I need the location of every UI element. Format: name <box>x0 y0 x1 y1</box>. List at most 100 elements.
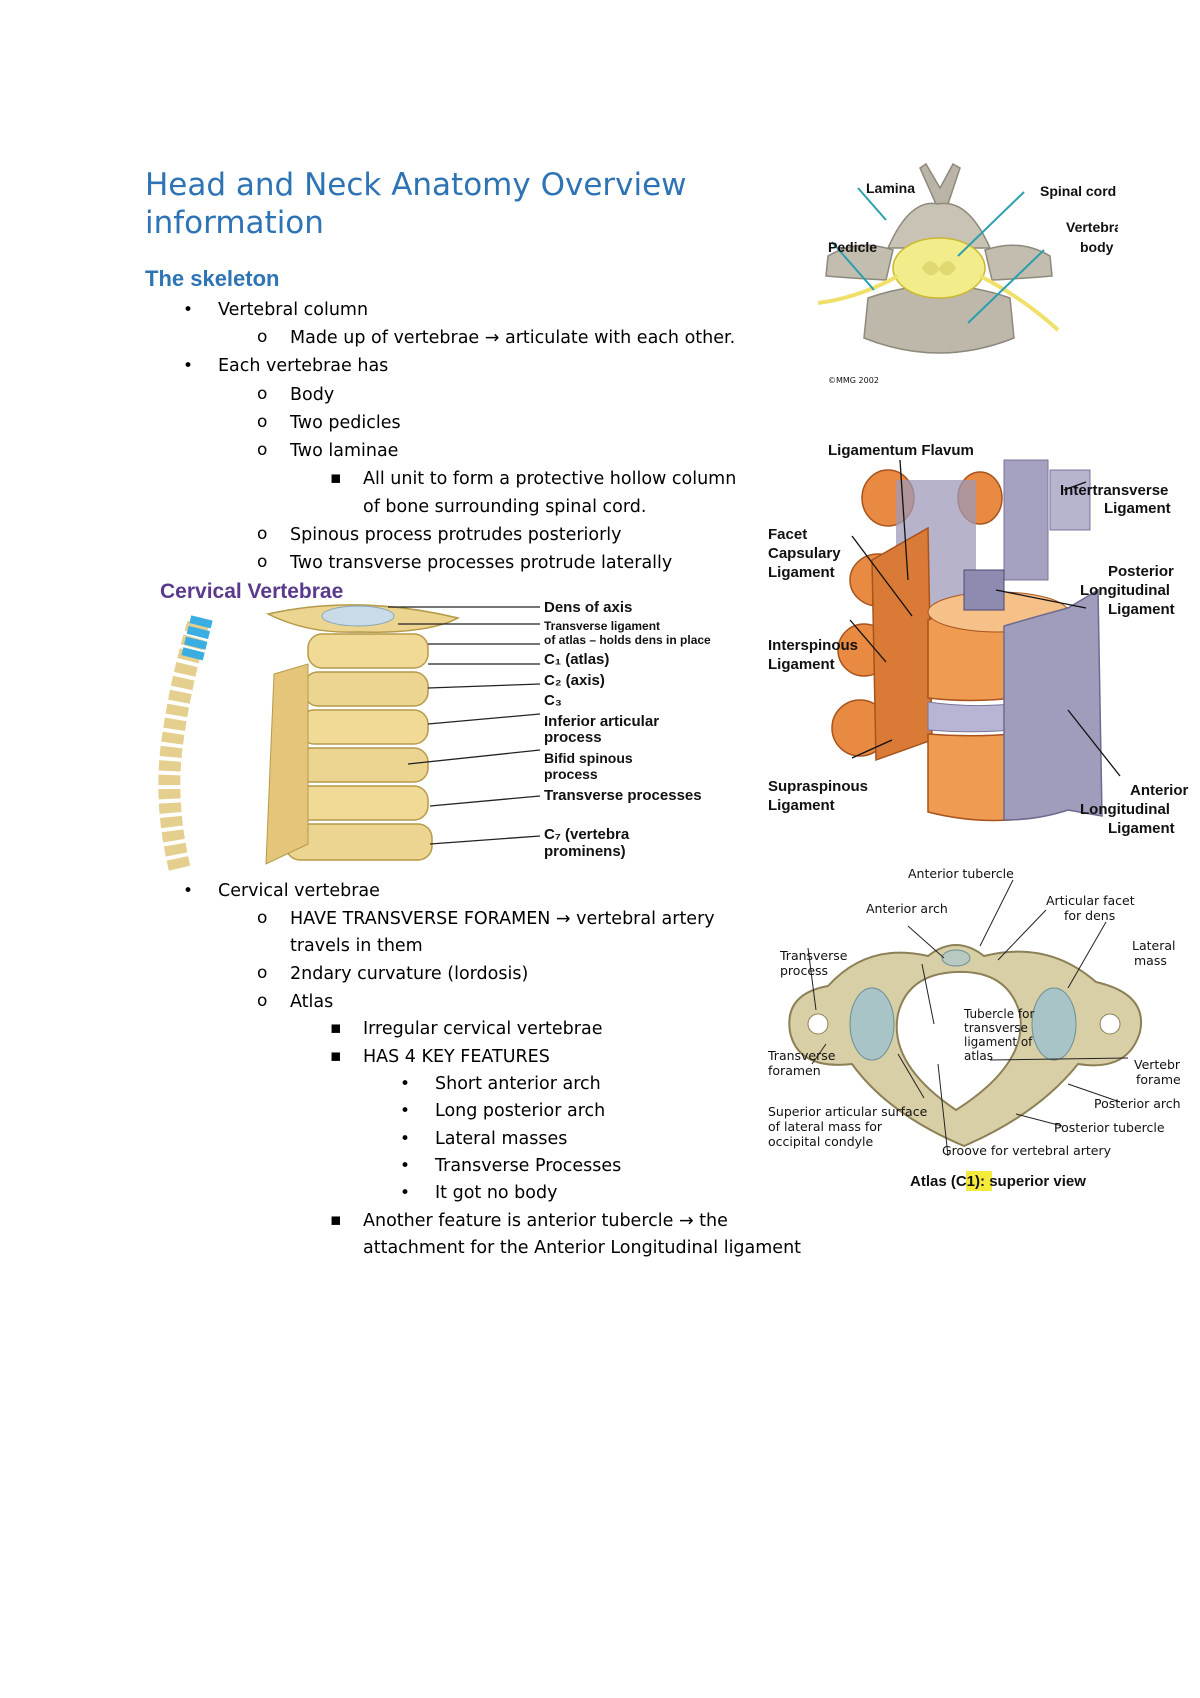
list-item: Spinous process protrudes posteriorly <box>290 525 622 545</box>
label-lateral-mass-2: mass <box>1134 953 1167 968</box>
label-anterior-arch: Anterior arch <box>866 901 948 916</box>
list-item: Lateral masses <box>435 1129 568 1149</box>
label-anterior-2: Longitudinal <box>1080 801 1170 818</box>
figure-heading: Cervical Vertebrae <box>160 580 343 603</box>
list-item: Body <box>290 385 335 405</box>
label-transverse-process-1: Transverse <box>779 948 848 963</box>
title-line-1: Head and Neck Anatomy Overview <box>145 167 687 203</box>
atlas-superior-view-figure: Anterior tubercle Anterior arch Articula… <box>768 866 1180 1191</box>
label-c1: C₁ (atlas) <box>544 651 609 668</box>
bullet-square: ▪ <box>330 468 342 488</box>
label-vertebral-foramen-1: Vertebral <box>1134 1057 1180 1072</box>
list-item: Two transverse processes protrude latera… <box>290 553 673 573</box>
list-item: Short anterior arch <box>435 1074 601 1094</box>
label-transverse-processes: Transverse processes <box>544 787 702 804</box>
label-lamina: Lamina <box>866 180 915 196</box>
label-supraspinous-2: Ligament <box>768 797 835 814</box>
list-item: Another feature is anterior tubercle → t… <box>363 1211 728 1231</box>
label-anterior-3: Ligament <box>1108 820 1175 837</box>
label-inferior-2: process <box>544 729 602 746</box>
bullet-circle: o <box>257 412 268 432</box>
caption-post: ): superior view <box>975 1173 1086 1190</box>
label-superior-articular-2: of lateral mass for <box>768 1119 883 1134</box>
bullet-circle: o <box>257 963 268 983</box>
bullet-circle: o <box>257 384 268 404</box>
label-vertebral: Vertebral <box>1066 219 1118 235</box>
bullet-disc: • <box>183 300 194 320</box>
bullet-disc: • <box>183 881 194 901</box>
figure-credit: ©MMG 2002 <box>828 376 879 385</box>
label-posterior-tubercle: Posterior tubercle <box>1054 1120 1165 1135</box>
bullet-circle: o <box>257 440 268 460</box>
label-articular-facet-1: Articular facet <box>1046 893 1135 908</box>
section-heading: The skeleton <box>145 266 280 291</box>
list-item-continuation: attachment for the Anterior Longitudinal… <box>363 1238 802 1258</box>
label-articular-facet-2: for dens <box>1064 908 1115 923</box>
bullet-disc: • <box>400 1156 411 1176</box>
label-vertebral-foramen-2: foramen <box>1136 1072 1180 1087</box>
bullet-circle: o <box>257 991 268 1011</box>
label-inferior-1: Inferior articular <box>544 713 659 730</box>
caption-c1: C1 <box>956 1173 975 1190</box>
label-lateral-mass-1: Lateral <box>1132 938 1176 953</box>
list-item: HAVE TRANSVERSE FORAMEN → vertebral arte… <box>290 909 715 929</box>
label-posterior-1: Posterior <box>1108 563 1174 580</box>
list-item: Long posterior arch <box>435 1101 606 1121</box>
cervical-vertebrae-figure: Cervical Vertebrae Dens of axis Transver… <box>158 580 711 873</box>
caption-highlight <box>966 1171 992 1191</box>
label-posterior-2: Longitudinal <box>1080 582 1170 599</box>
label-spinal-cord: Spinal cord <box>1040 183 1116 199</box>
label-transverse-foramen-1: Transverse <box>768 1048 836 1063</box>
label-facet-1: Facet <box>768 526 807 543</box>
list-item: Made up of vertebrae → articulate with e… <box>290 328 736 348</box>
list-item: Cervical vertebrae <box>218 881 380 901</box>
label-superior-articular-3: occipital condyle <box>768 1134 874 1149</box>
list-item-continuation: travels in them <box>290 936 423 956</box>
page-title: Head and Neck Anatomy Overview informati… <box>145 166 745 242</box>
label-posterior-3: Ligament <box>1108 601 1175 618</box>
list-item: Two laminae <box>290 441 399 461</box>
list-item: Irregular cervical vertebrae <box>363 1019 603 1039</box>
list-item: All unit to form a protective hollow col… <box>363 469 737 489</box>
label-interspinous-2: Ligament <box>768 656 835 673</box>
label-groove: Groove for vertebral artery <box>942 1143 1112 1158</box>
bullet-circle: o <box>257 908 268 928</box>
list-item: Vertebral column <box>218 300 369 320</box>
label-transverse-ligament-1: Transverse ligament <box>544 619 660 633</box>
label-pedicle: Pedicle <box>828 239 877 255</box>
list-item: Two pedicles <box>290 413 401 433</box>
bullet-circle: o <box>257 552 268 572</box>
label-bifid-1: Bifid spinous <box>544 750 633 766</box>
label-transverse-foramen-2: foramen <box>768 1063 821 1078</box>
list-item: HAS 4 KEY FEATURES <box>363 1047 550 1067</box>
label-supraspinous-1: Supraspinous <box>768 778 868 795</box>
list-item: 2ndary curvature (lordosis) <box>290 964 529 984</box>
figure-caption: Atlas (C1): superior view <box>910 1173 1086 1190</box>
label-tubercle-4: atlas <box>964 1049 993 1063</box>
label-superior-articular-1: Superior articular surface <box>768 1104 928 1119</box>
bullet-circle: o <box>257 327 268 347</box>
bullet-square: ▪ <box>330 1210 342 1230</box>
label-posterior-arch: Posterior arch <box>1094 1096 1180 1111</box>
list-item-continuation: of bone surrounding spinal cord. <box>363 497 647 517</box>
title-line-2: information <box>145 205 324 241</box>
label-tubercle-2: transverse <box>964 1021 1028 1035</box>
label-anterior-1: Anterior <box>1130 782 1189 799</box>
label-anterior-tubercle: Anterior tubercle <box>908 866 1014 881</box>
label-c3: C₃ <box>544 692 562 709</box>
label-bifid-2: process <box>544 766 598 782</box>
label-facet-2: Capsulary <box>768 545 841 562</box>
bullet-square: ▪ <box>330 1018 342 1038</box>
label-body: body <box>1080 239 1114 255</box>
label-tubercle-1: Tubercle for <box>963 1007 1034 1021</box>
bullet-disc: • <box>400 1129 411 1149</box>
bullet-square: ▪ <box>330 1046 342 1066</box>
bullet-disc: • <box>400 1074 411 1094</box>
label-c7-1: C₇ (vertebra <box>544 826 630 843</box>
bullet-disc: • <box>400 1101 411 1121</box>
label-facet-3: Ligament <box>768 564 835 581</box>
label-tubercle-3: ligament of <box>964 1035 1033 1049</box>
bullet-disc: • <box>183 356 194 376</box>
label-c2: C₂ (axis) <box>544 672 605 689</box>
label-interspinous-1: Interspinous <box>768 637 858 654</box>
